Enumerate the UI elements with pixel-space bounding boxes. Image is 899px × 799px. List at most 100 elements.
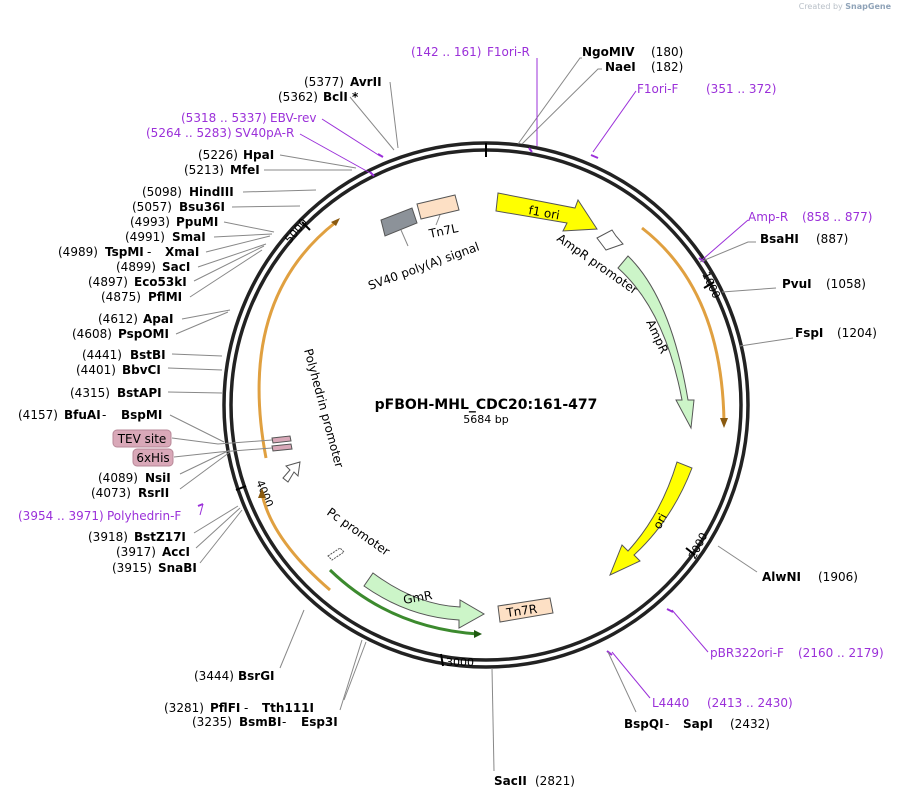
svg-text:-: - bbox=[665, 717, 669, 731]
svg-text:FspI: FspI bbox=[795, 326, 823, 340]
site-hpai: (5226) HpaI bbox=[198, 148, 274, 162]
primer-f1ori-f: F1ori-F (351 .. 372) bbox=[637, 82, 776, 96]
svg-text:6xHis: 6xHis bbox=[136, 451, 169, 465]
svg-text:(3915): (3915) bbox=[112, 561, 152, 575]
svg-text:(4899): (4899) bbox=[116, 260, 156, 274]
tn7l-box bbox=[416, 194, 460, 220]
svg-text:BfuAI: BfuAI bbox=[64, 408, 101, 422]
svg-text:BstAPI: BstAPI bbox=[117, 386, 162, 400]
site-pflmi: (4875) PflMI bbox=[101, 290, 182, 304]
orf-arc-left-bottom bbox=[260, 493, 331, 592]
orf-arc-left-top-head bbox=[331, 218, 340, 226]
svg-text:TEV site: TEV site bbox=[117, 432, 167, 446]
svg-text:BsrGI: BsrGI bbox=[238, 669, 275, 683]
svg-text:AlwNI: AlwNI bbox=[762, 570, 801, 584]
primer-leaders bbox=[199, 58, 749, 699]
site-nsii: (4089) NsiI bbox=[98, 471, 171, 485]
site-bcli: (5362) BclI * bbox=[278, 90, 359, 104]
svg-text:(858 .. 877): (858 .. 877) bbox=[802, 210, 872, 224]
site-hindiii: (5098) HindIII bbox=[142, 185, 234, 199]
primer-l4440: L4440 (2413 .. 2430) bbox=[652, 696, 793, 710]
svg-text:(3917): (3917) bbox=[116, 545, 156, 559]
svg-text:(2821): (2821) bbox=[535, 774, 575, 788]
pc-promoter-mark bbox=[327, 547, 345, 561]
svg-text:Polyhedrin-F: Polyhedrin-F bbox=[107, 509, 181, 523]
svg-text:PflFI: PflFI bbox=[210, 701, 240, 715]
svg-text:BspMI: BspMI bbox=[121, 408, 162, 422]
tn7l-leader bbox=[435, 214, 441, 226]
svg-text:L4440: L4440 bbox=[652, 696, 689, 710]
primer-polyhedrin-f: (3954 .. 3971) Polyhedrin-F bbox=[18, 509, 181, 523]
svg-text:NgoMIV: NgoMIV bbox=[582, 45, 635, 59]
orf-arc-left-bottom-head bbox=[258, 488, 266, 498]
f1ori-label: f1 ori bbox=[527, 203, 560, 222]
svg-text:SacII: SacII bbox=[494, 774, 527, 788]
site-snabi: (3915) SnaBI bbox=[112, 561, 197, 575]
site-eco53ki: (4897) Eco53kI bbox=[88, 275, 187, 289]
svg-text:(5377): (5377) bbox=[304, 75, 344, 89]
snapgene-credit: Created by SnapGene bbox=[798, 2, 891, 11]
site-bsrgi: (3444) BsrGI bbox=[194, 669, 275, 683]
site-bfuai-bspmi: (4157) BfuAI - BspMI bbox=[18, 408, 162, 422]
orf-arc-right-head bbox=[720, 418, 728, 428]
svg-text:(4875): (4875) bbox=[101, 290, 141, 304]
svg-text:-: - bbox=[244, 701, 248, 715]
svg-text:(1204): (1204) bbox=[837, 326, 877, 340]
svg-text:-: - bbox=[102, 408, 106, 422]
site-tspmi-xmai: (4989) TspMI - XmaI bbox=[58, 245, 199, 259]
site-leaders bbox=[167, 57, 794, 772]
site-smai: (4991) SmaI bbox=[125, 230, 206, 244]
svg-text:TspMI: TspMI bbox=[105, 245, 144, 259]
primer-ebv-rev: (5318 .. 5337) EBV-rev bbox=[181, 111, 316, 125]
svg-text:PflMI: PflMI bbox=[148, 290, 182, 304]
svg-text:(4993): (4993) bbox=[130, 215, 170, 229]
tn7r-label: Tn7R bbox=[504, 602, 538, 620]
svg-text:SapI: SapI bbox=[683, 717, 713, 731]
svg-text:BclI *: BclI * bbox=[323, 90, 359, 104]
svg-text:-: - bbox=[147, 245, 151, 259]
svg-text:PspOMI: PspOMI bbox=[118, 327, 169, 341]
svg-text:HindIII: HindIII bbox=[189, 185, 234, 199]
svg-text:-: - bbox=[282, 715, 286, 729]
site-bstbi: (4441) BstBI bbox=[82, 348, 166, 362]
svg-text:BbvCI: BbvCI bbox=[122, 363, 161, 377]
svg-text:(5264 .. 5283): (5264 .. 5283) bbox=[146, 126, 232, 140]
svg-text:F1ori-F: F1ori-F bbox=[637, 82, 678, 96]
svg-text:3000: 3000 bbox=[446, 656, 474, 669]
svg-text:(2413 .. 2430): (2413 .. 2430) bbox=[707, 696, 793, 710]
svg-text:(4608): (4608) bbox=[72, 327, 112, 341]
plasmid-length: 5684 bp bbox=[463, 413, 508, 426]
site-ngomiv: NgoMIV (180) bbox=[582, 45, 683, 59]
site-apai: (4612) ApaI bbox=[98, 312, 173, 326]
tev-site-label: TEV site bbox=[112, 429, 273, 448]
tick-3000: 3000 bbox=[440, 653, 474, 669]
svg-text:(4991): (4991) bbox=[125, 230, 165, 244]
site-bstapi: (4315) BstAPI bbox=[70, 386, 162, 400]
svg-text:BstBI: BstBI bbox=[130, 348, 166, 362]
primer-f1ori-r: (142 .. 161) F1ori-R bbox=[411, 45, 530, 59]
svg-text:(4073): (4073) bbox=[91, 486, 131, 500]
svg-text:(887): (887) bbox=[816, 232, 848, 246]
primer-pbr322ori-f: pBR322ori-F (2160 .. 2179) bbox=[710, 646, 884, 660]
his-tag-mark bbox=[271, 443, 293, 452]
f1ori-arrow bbox=[495, 192, 598, 232]
svg-text:BsmBI: BsmBI bbox=[239, 715, 281, 729]
svg-text:(4401): (4401) bbox=[76, 363, 116, 377]
polyhedrin-promoter-arrow bbox=[282, 461, 301, 483]
tick-5000: 5000 bbox=[282, 216, 311, 246]
polyhedrin-promoter-label: Polyhedrin promoter bbox=[301, 347, 346, 469]
gmr-label: GmR bbox=[402, 588, 433, 607]
site-alwni: AlwNI (1906) bbox=[762, 570, 858, 584]
svg-text:(5226): (5226) bbox=[198, 148, 238, 162]
orf-arc-green-head bbox=[474, 630, 482, 638]
svg-text:RsrII: RsrII bbox=[138, 486, 169, 500]
svg-text:(2432): (2432) bbox=[730, 717, 770, 731]
svg-text:BstZ17I: BstZ17I bbox=[134, 530, 186, 544]
site-bsmbi-esp3i: (3235) BsmBI - Esp3I bbox=[192, 715, 338, 729]
svg-text:XmaI: XmaI bbox=[165, 245, 199, 259]
svg-text:(4612): (4612) bbox=[98, 312, 138, 326]
site-bbvci: (4401) BbvCI bbox=[76, 363, 161, 377]
svg-text:(5318 .. 5337): (5318 .. 5337) bbox=[181, 111, 267, 125]
svg-text:(180): (180) bbox=[651, 45, 683, 59]
ori-label: ori bbox=[650, 511, 670, 531]
